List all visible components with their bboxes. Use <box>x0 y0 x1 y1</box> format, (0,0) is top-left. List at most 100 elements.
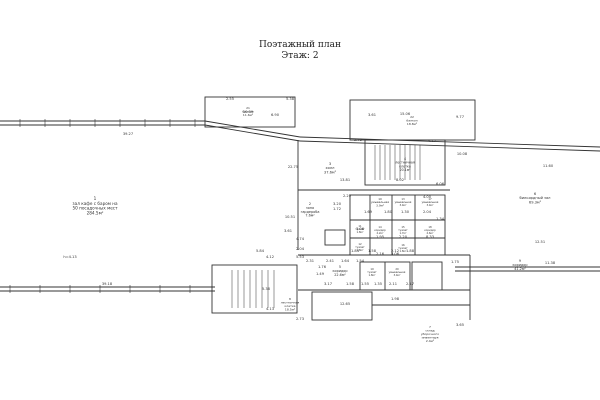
dimension-label: 2.11 <box>389 282 397 286</box>
room-8-line: 18.5м² <box>285 307 296 311</box>
room-3-line: 3 <box>329 162 331 166</box>
stair-treads-8 <box>231 270 275 308</box>
storage-7 <box>311 291 373 321</box>
wall-top-slant-inner <box>204 124 301 142</box>
room-17-line: 17 <box>428 197 432 201</box>
room-3-line: 37.6м² <box>324 170 337 174</box>
dimension-label: 1.72 <box>333 207 341 211</box>
dimension-label: 39.27 <box>123 132 133 136</box>
dimension-label: 2.25 <box>343 194 351 198</box>
room-2-line: зона <box>306 206 314 210</box>
room-8-line: клетка <box>285 304 296 308</box>
room-21-line: балкон <box>242 109 253 113</box>
room-5-line: 5 <box>339 265 341 269</box>
dimension-label: 1.54 <box>356 259 365 263</box>
dimension-label: 4.74 <box>296 237 305 241</box>
room-1-line: зал кафе с баром на <box>72 201 118 206</box>
room-13-line: 3.4м² <box>399 203 406 207</box>
room-4-line: 20.1м² <box>400 168 412 172</box>
room-10-line: умывальная <box>371 200 389 204</box>
room-22-line: 22 <box>410 115 414 119</box>
dimension-label: 4.17 <box>428 139 436 143</box>
room-9-line: 41.2м² <box>514 267 526 271</box>
dimension-label: 2.72 <box>354 138 362 142</box>
dimension-label: 1.34 <box>436 217 445 221</box>
room-13-line: 13 <box>401 197 405 201</box>
room-4-line: лестничная <box>395 161 415 165</box>
room-19-line: 19 <box>370 267 374 271</box>
dimension-label: 2.16 <box>376 252 385 256</box>
room-9-line: 9 <box>519 259 521 263</box>
dimension-label: 11.38 <box>545 261 556 265</box>
dimension-label: 5.38 <box>286 97 295 101</box>
dimension-label: 22.75 <box>288 165 298 169</box>
room-11-line: туалет <box>355 228 365 231</box>
stair-treads-4 <box>374 145 421 180</box>
room-5-line: 22.6м² <box>334 273 346 277</box>
room-21-line: 11.6м² <box>243 113 254 117</box>
dimension-label: 5.38 <box>262 287 271 291</box>
room-20-line: 3.4м² <box>393 273 400 277</box>
dimension-label: 6.06 <box>436 182 445 186</box>
dimension-label: 2.73 <box>296 317 304 321</box>
room-22-line: балкон <box>406 118 417 122</box>
dimension-label: 10.08 <box>457 152 468 156</box>
room-18-line: 2.6м² <box>426 231 433 235</box>
dimension-label: 4.12 <box>266 255 274 259</box>
dimension-label: 1.76 <box>318 265 327 269</box>
room-10-line: 3.9м² <box>376 203 384 207</box>
dimension-label: 4.00 <box>423 195 432 199</box>
room-16-line: 1.8м² <box>399 249 406 253</box>
dimension-label: 3.17 <box>324 282 332 286</box>
dimension-label: 3.06 <box>391 252 400 256</box>
room-7-line: уборочного <box>421 332 439 336</box>
dimension-label: 1.84 <box>351 249 360 253</box>
room-8-line: 8 <box>289 297 291 301</box>
room-20-line: умывальная <box>389 271 406 274</box>
window-marks-top-left <box>19 119 196 127</box>
room-1-line: 1 <box>94 196 97 201</box>
dimension-label: 2.12 <box>391 249 399 253</box>
room-5-line: коридор <box>332 269 347 273</box>
room-12-line: 1.8м² <box>356 248 363 252</box>
room-8-line: лестничная <box>281 300 300 304</box>
dimension-label: 5.84 <box>256 249 265 253</box>
dimension-label: 8.02 <box>396 178 404 182</box>
dimension-label: 5.53 <box>296 255 304 259</box>
dimension-label: 11.60 <box>543 164 554 168</box>
floor-label: Этаж: 2 <box>281 51 319 61</box>
room-20-line: 20 <box>395 267 399 271</box>
wall-top-center-inner <box>299 140 600 152</box>
dimension-label: 1.58 <box>368 249 377 253</box>
dimension-label: 1.75 <box>451 260 459 264</box>
dimension-label: 1.98 <box>391 297 400 301</box>
room-4-line: клетка <box>399 164 411 168</box>
dimension-label: 1.64 <box>341 259 350 263</box>
room-6-line: 69.3м² <box>529 200 542 204</box>
room-22-line: 18.8м² <box>407 122 418 126</box>
dimension-label: 10.51 <box>285 215 295 219</box>
balcony-21-outline <box>204 96 296 128</box>
wall-top-center <box>299 136 600 148</box>
room-18-line: 18 <box>428 225 432 229</box>
room-12-line: туалет <box>355 246 365 249</box>
room-15-line: 1.7м² <box>399 231 406 235</box>
stair-block-4 <box>364 139 446 186</box>
